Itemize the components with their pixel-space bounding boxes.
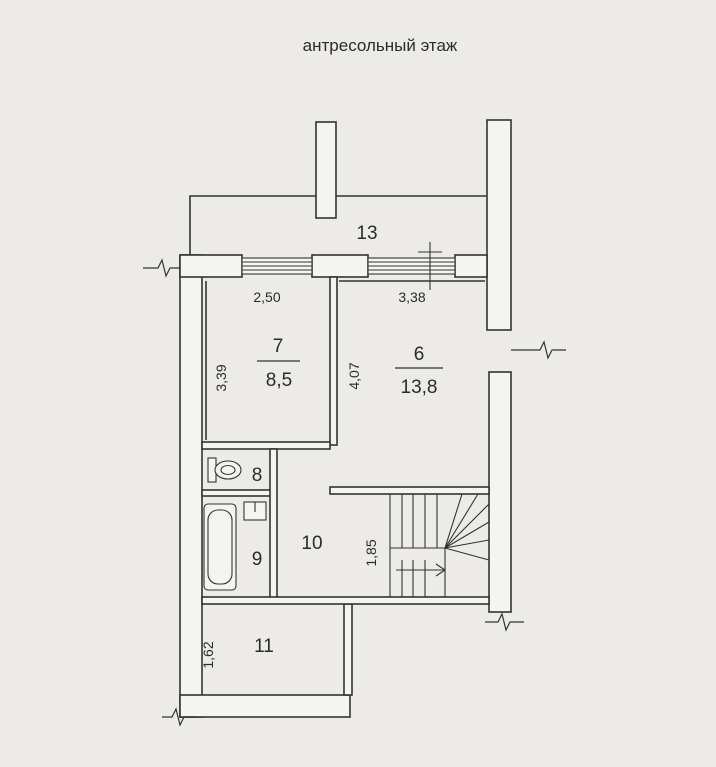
room-13-number: 13 xyxy=(356,223,377,244)
partition-8-9 xyxy=(201,489,277,497)
room-10-number: 10 xyxy=(301,533,322,554)
wall-right-lower xyxy=(488,371,512,613)
break-line-icon xyxy=(143,258,180,278)
room10-height-dim: 1,85 xyxy=(363,539,379,566)
window-icon xyxy=(241,257,313,275)
room6-height-dim: 4,07 xyxy=(346,362,362,389)
window-icon xyxy=(367,257,456,275)
toilet-icon xyxy=(207,457,242,483)
balcony-outline xyxy=(189,195,316,255)
plan-title: антресольный этаж xyxy=(303,36,458,55)
wall-bottom xyxy=(179,694,351,718)
wall-right-upper xyxy=(486,119,512,331)
partition-7-6 xyxy=(329,276,338,446)
wall-top-right xyxy=(454,254,488,278)
wall-11-right xyxy=(343,603,353,696)
partition-under-7 xyxy=(201,441,331,450)
room-7-area: 8,5 xyxy=(266,370,292,391)
room-7-number: 7 xyxy=(273,336,284,357)
sink-icon xyxy=(243,501,267,521)
room7-width-dim: 2,50 xyxy=(253,289,280,305)
staircase-icon xyxy=(389,493,490,597)
bathtub-icon xyxy=(203,503,237,591)
break-line-icon xyxy=(511,340,566,360)
room7-height-dim: 3,39 xyxy=(213,364,229,391)
room-11-number: 11 xyxy=(254,636,274,657)
wall-top-mid xyxy=(311,254,369,278)
wall-left xyxy=(179,254,203,718)
break-line-icon xyxy=(162,707,196,727)
room6-width-dim: 3,38 xyxy=(398,289,425,305)
break-line-icon xyxy=(485,612,524,632)
room-9-number: 9 xyxy=(252,549,263,570)
room-8-number: 8 xyxy=(252,465,263,486)
partition-bath-10 xyxy=(269,448,278,599)
partition-6-stairs xyxy=(329,486,490,495)
wall-chimney xyxy=(315,121,337,219)
partition-above-11 xyxy=(201,596,490,605)
room-6-number: 6 xyxy=(414,344,425,365)
wall-top-left xyxy=(179,254,243,278)
room-6-area: 13,8 xyxy=(401,377,438,398)
room11-height-dim: 1,62 xyxy=(200,641,216,668)
